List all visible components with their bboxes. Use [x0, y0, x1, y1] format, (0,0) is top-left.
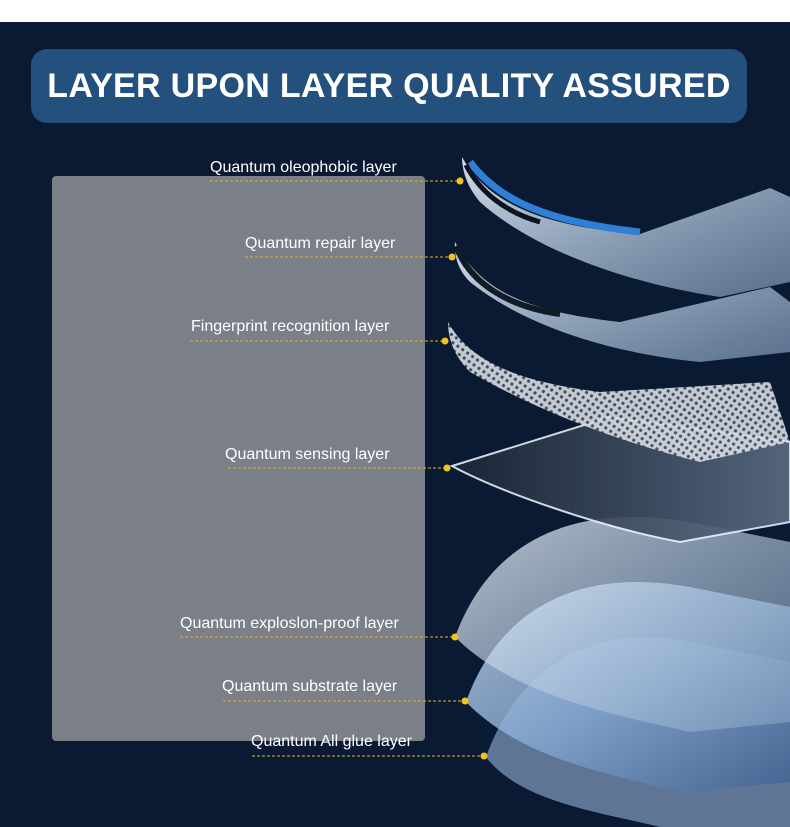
label-explosion-proof: Quantum exploslon-proof layer	[180, 615, 399, 632]
label-substrate: Quantum substrate layer	[222, 678, 398, 695]
explosion-proof-layer-shape	[455, 516, 790, 732]
repair-layer-shape	[454, 242, 790, 362]
product-canvas: LAYER UPON LAYER QUALITY ASSURED	[0, 22, 790, 827]
label-repair: Quantum repair layer	[245, 235, 396, 252]
label-panel	[52, 176, 425, 741]
label-glue: Quantum All glue layer	[251, 733, 412, 750]
label-fingerprint: Fingerprint recognition layer	[191, 318, 390, 335]
oleophobic-layer-shape	[462, 157, 790, 297]
banner-title: LAYER UPON LAYER QUALITY ASSURED	[47, 66, 731, 105]
label-sensing: Quantum sensing layer	[225, 446, 390, 463]
layer-stack-illustration	[180, 157, 790, 827]
fingerprint-layer-shape	[448, 322, 790, 462]
label-oleophobic: Quantum oleophobic layer	[210, 159, 397, 176]
title-banner: LAYER UPON LAYER QUALITY ASSURED	[31, 49, 747, 123]
